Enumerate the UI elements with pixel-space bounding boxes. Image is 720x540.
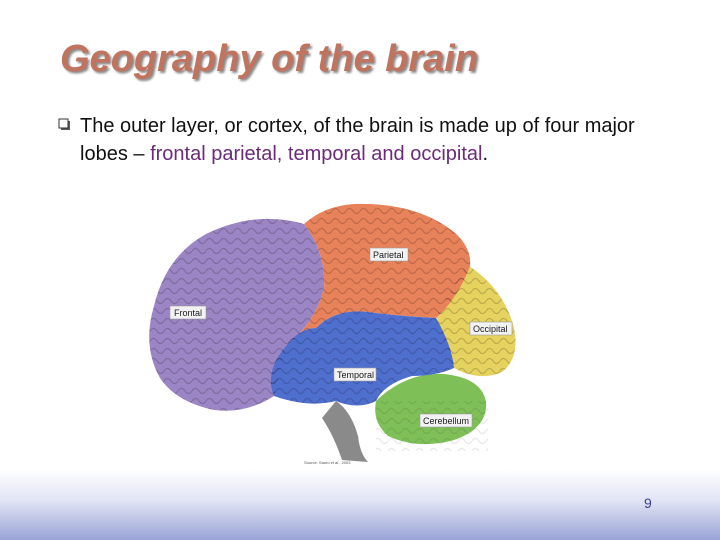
bullet-text-end: . (482, 143, 489, 165)
temporal-texture (270, 311, 454, 406)
label-parietal: Parietal (369, 247, 409, 262)
label-occipital: Occipital (469, 321, 513, 336)
svg-text:Cerebellum: Cerebellum (423, 416, 469, 426)
occipital-texture (436, 264, 516, 377)
svg-text:Occipital: Occipital (473, 324, 508, 334)
page-number: 9 (644, 495, 652, 511)
label-frontal: Frontal (169, 305, 207, 320)
brainstem (322, 401, 368, 462)
svg-text:Parietal: Parietal (373, 250, 404, 260)
svg-text:Temporal: Temporal (337, 370, 374, 380)
bullet-text-start: The outer layer, or cortex, of the brain… (80, 115, 635, 165)
bullet-text-highlight: frontal parietal, temporal and occipital (150, 143, 483, 165)
parietal-texture (286, 203, 471, 346)
svg-text:Frontal: Frontal (174, 308, 202, 318)
footer-band (0, 470, 720, 540)
label-cerebellum: Cerebellum (419, 413, 473, 428)
bullet-item: The outer layer, or cortex, of the brain… (58, 112, 678, 168)
figure-credit: Source: Sauro et al., 2003 (304, 460, 351, 465)
checkbox-bullet-icon (58, 118, 70, 130)
bullet-text: The outer layer, or cortex, of the brain… (80, 112, 678, 168)
brain-lobes-diagram: Frontal Parietal Occipital Temporal Cere… (149, 203, 516, 465)
slide-title: Geography of the brain (60, 38, 479, 80)
label-temporal: Temporal (333, 367, 377, 382)
